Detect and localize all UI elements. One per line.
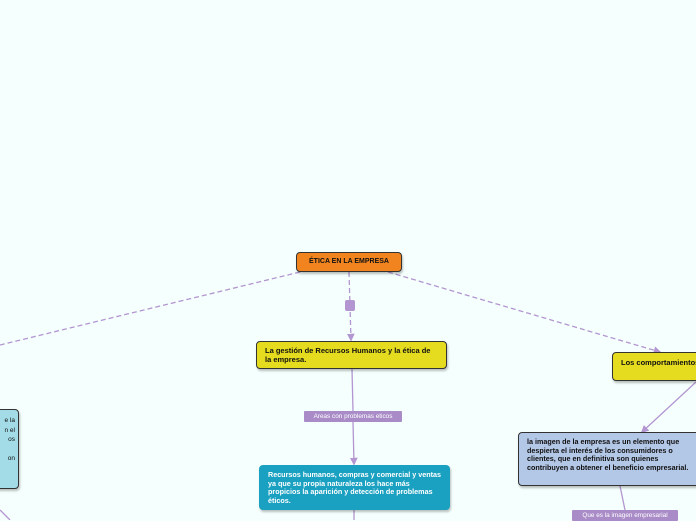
connector-areas-recursos — [349, 421, 358, 466]
connector-root-comportamientos — [387, 271, 662, 354]
connector-gestion-areas — [351, 368, 354, 412]
node-comportamientos[interactable]: Los comportamientos y su repercusión en … — [612, 352, 696, 381]
node-root[interactable]: ÉTICA EN LA EMPRESA — [296, 252, 402, 272]
left-fragment: e la — [4, 417, 15, 424]
connector-imagen-tag — [619, 485, 626, 511]
node-gestion[interactable]: La gestión de Recursos Humanos y la étic… — [256, 341, 447, 369]
label-imagen-empresarial[interactable]: Que es la imagen empresarial — [572, 510, 678, 521]
node-recursos[interactable]: Recursos humanos, compras y comercial y … — [259, 465, 450, 510]
connector-comportamientos-imagen — [640, 381, 696, 434]
node-imagen[interactable]: la imagen de la empresa es un elemento q… — [518, 432, 696, 486]
collapse-handle[interactable] — [345, 300, 355, 311]
connector-left-down — [0, 509, 11, 520]
left-fragment: on — [7, 455, 15, 463]
left-fragment: os — [8, 436, 15, 444]
left-fragment: n el — [4, 426, 15, 434]
label-areas[interactable]: Areas con problemas eticos — [304, 411, 402, 422]
left-fragment — [0, 445, 15, 455]
node-left-partial[interactable]: e la n el os on — [0, 409, 19, 489]
connector-root-left — [0, 271, 301, 346]
